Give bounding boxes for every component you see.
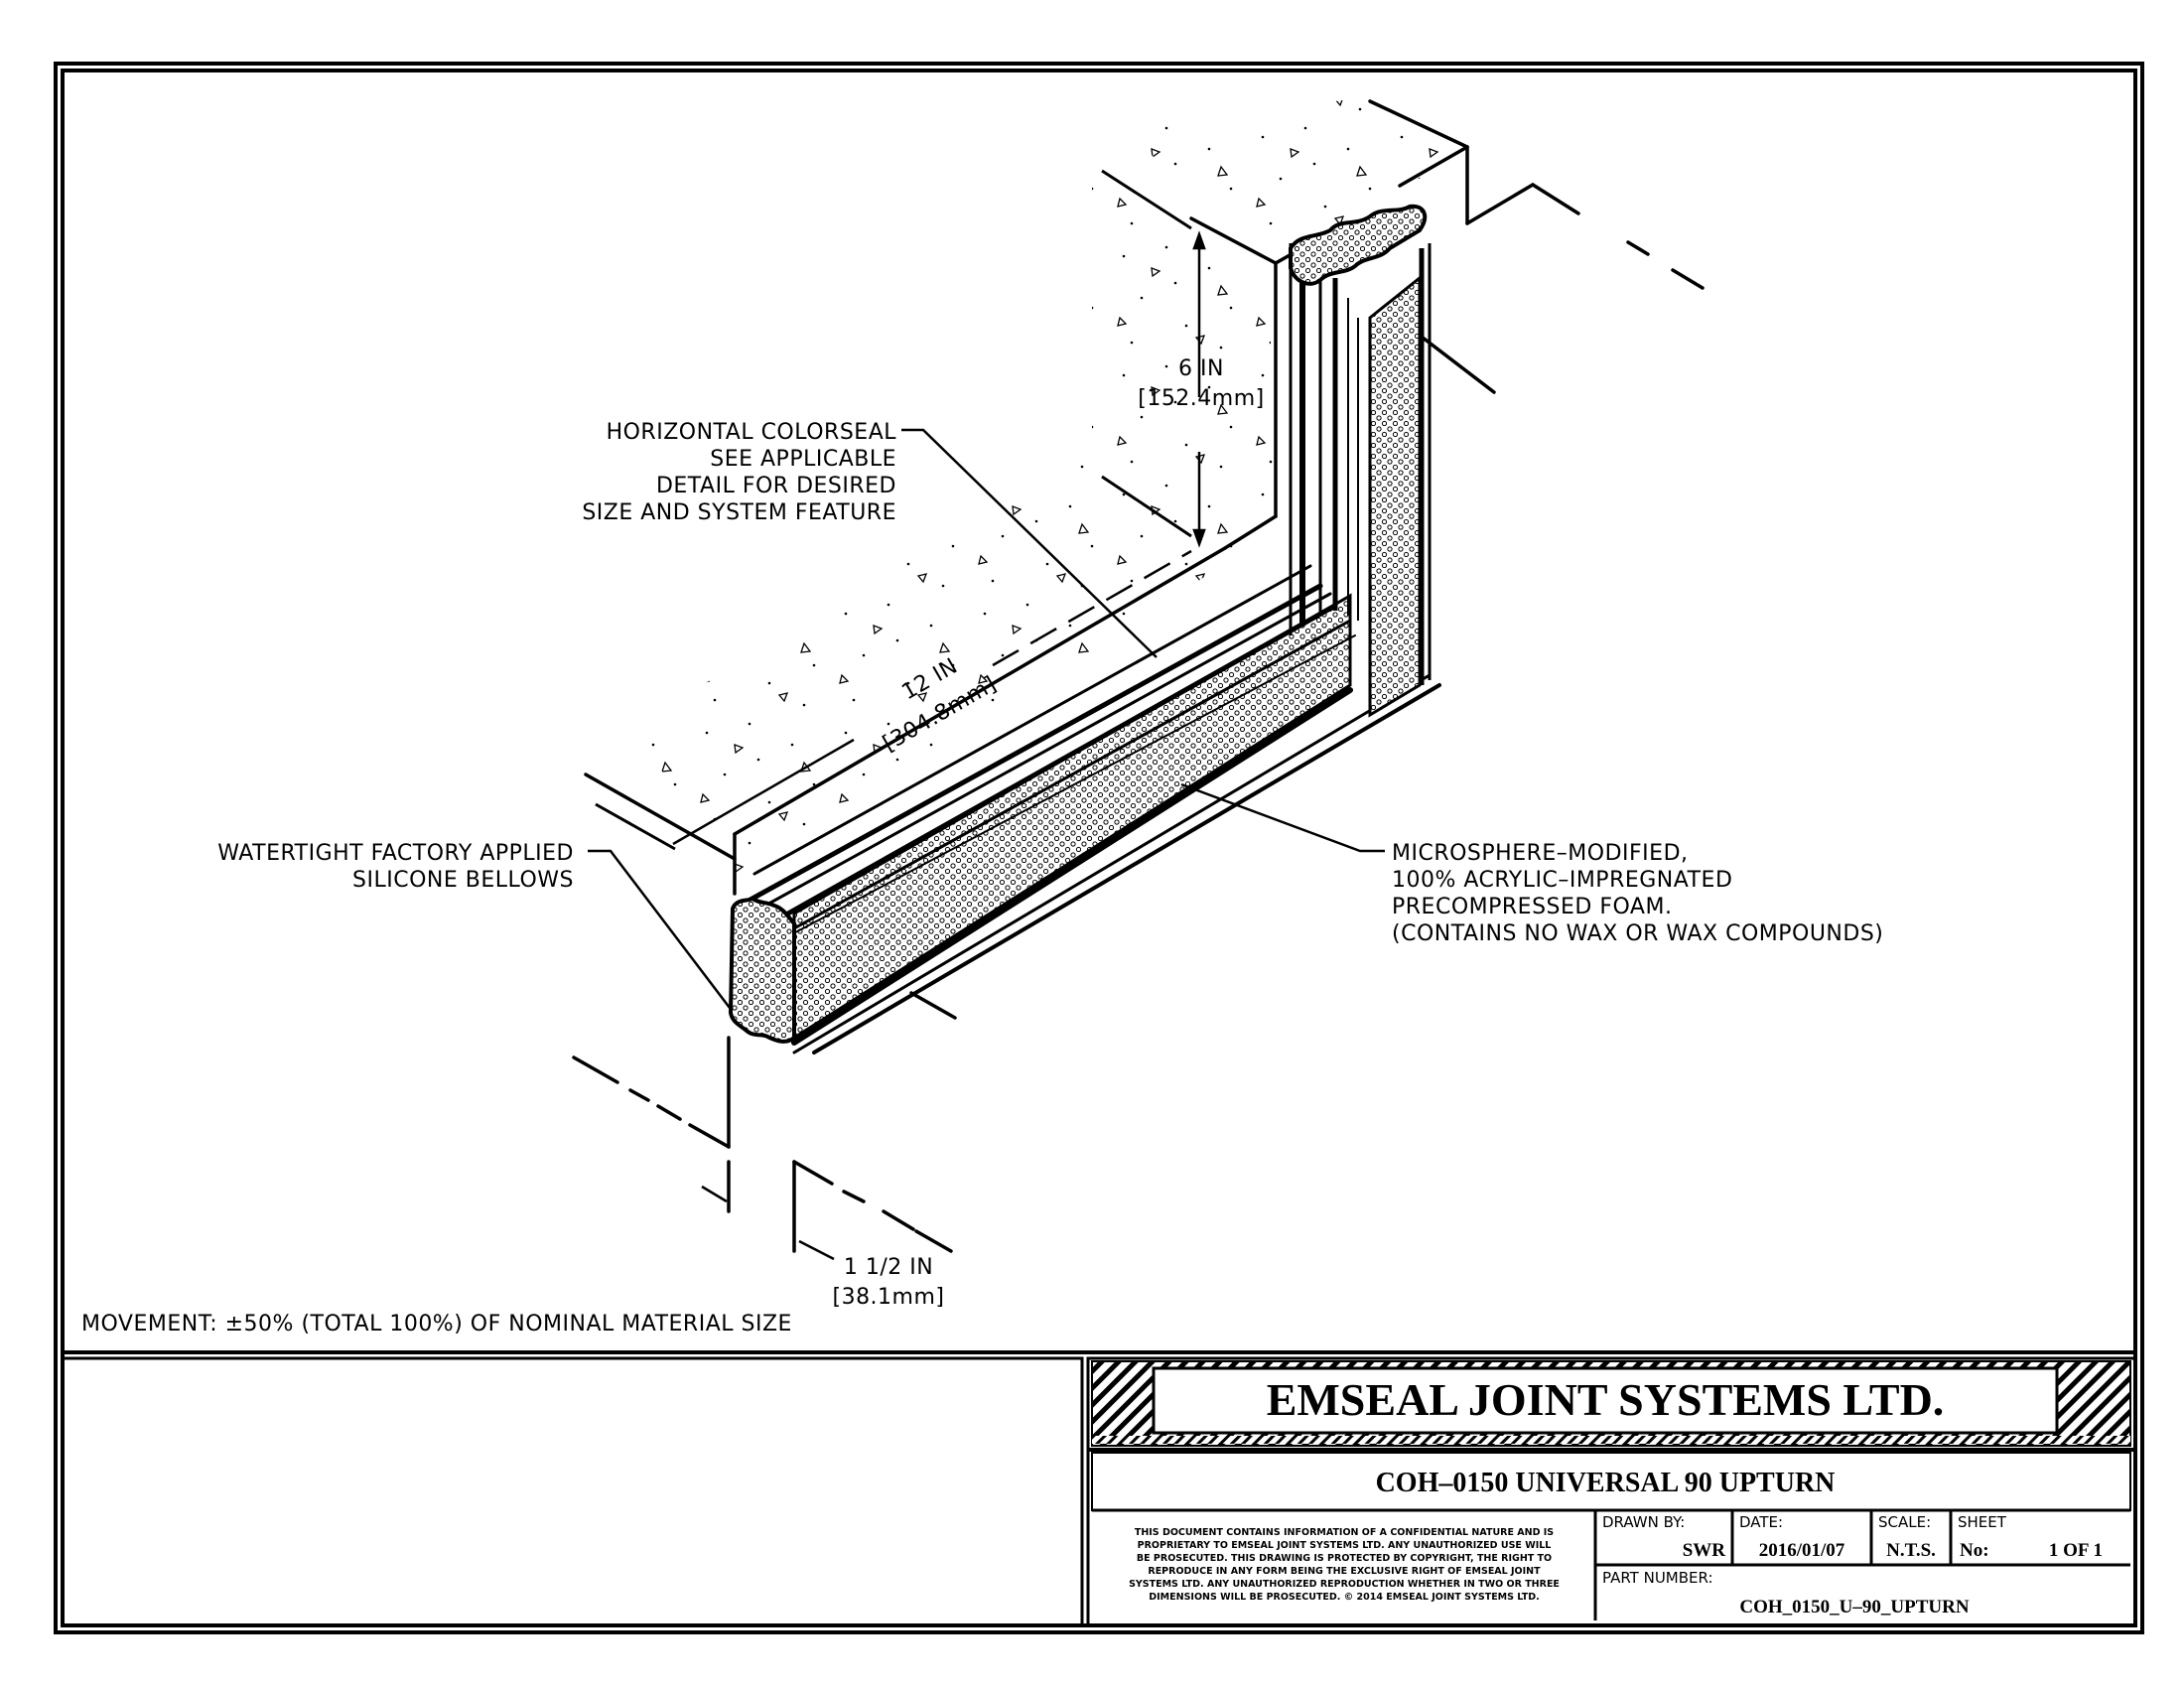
part-number-label: PART NUMBER: — [1602, 1569, 1713, 1587]
date-value: 2016/01/07 — [1759, 1540, 1845, 1561]
sheet-no-label: No: — [1960, 1540, 1989, 1561]
drawn-by-value: SWR — [1683, 1540, 1726, 1561]
svg-text:SYSTEMS LTD. ANY UNAUTHORIZED: SYSTEMS LTD. ANY UNAUTHORIZED REPRODUCTI… — [1129, 1579, 1560, 1590]
svg-text:MICROSPHERE–MODIFIED,: MICROSPHERE–MODIFIED, — [1392, 841, 1689, 866]
part-number-value: COH_0150_U–90_UPTURN — [1739, 1597, 1969, 1618]
svg-text:REPRODUCE IN ANY FORM BEING TH: REPRODUCE IN ANY FORM BEING THE EXCLUSIV… — [1148, 1566, 1541, 1577]
disclaimer: THIS DOCUMENT CONTAINS INFORMATION OF A … — [1129, 1527, 1560, 1603]
svg-text:THIS DOCUMENT CONTAINS INFORMA: THIS DOCUMENT CONTAINS INFORMATION OF A … — [1135, 1527, 1554, 1538]
svg-text:DETAIL FOR DESIRED: DETAIL FOR DESIRED — [656, 474, 896, 498]
dimension-1-5in — [701, 1185, 835, 1261]
movement-note: MOVEMENT: ±50% (TOTAL 100%) OF NOMINAL M… — [81, 1312, 792, 1336]
callout-foam: MICROSPHERE–MODIFIED, 100% ACRYLIC–IMPRE… — [1392, 841, 1883, 946]
dimension-12in — [595, 549, 1192, 851]
sheet-no-value: 1 OF 1 — [2049, 1540, 2103, 1561]
leader-foam — [1180, 782, 1385, 853]
dim-width-imperial: 1 1/2 IN — [844, 1255, 933, 1280]
foam-vertical — [1368, 274, 1422, 718]
dim-width-metric: [38.1mm] — [832, 1285, 944, 1310]
svg-text:BE PROSECUTED. THIS DRAWING IS: BE PROSECUTED. THIS DRAWING IS PROTECTED… — [1137, 1553, 1552, 1564]
isometric-joint-detail: 6 IN [152.4mm] 12 IN [304.8mm] 1 1/2 IN … — [572, 99, 1705, 1310]
svg-text:WATERTIGHT FACTORY APPLIED: WATERTIGHT FACTORY APPLIED — [217, 841, 574, 866]
svg-text:100% ACRYLIC–IMPREGNATED: 100% ACRYLIC–IMPREGNATED — [1392, 868, 1732, 893]
svg-text:PROPRIETARY TO EMSEAL JOINT SY: PROPRIETARY TO EMSEAL JOINT SYSTEMS LTD.… — [1138, 1540, 1552, 1551]
bellows-top-profile — [1289, 204, 1428, 286]
scale-label: SCALE: — [1878, 1513, 1931, 1531]
scale-value: N.T.S. — [1886, 1540, 1936, 1561]
bellows-end-profile — [728, 896, 796, 1044]
drawing-title: COH–0150 UNIVERSAL 90 UPTURN — [1376, 1468, 1836, 1498]
title-block: EMSEAL JOINT SYSTEMS LTD. COH–0150 UNIVE… — [1086, 1356, 2137, 1627]
svg-text:SILICONE BELLOWS: SILICONE BELLOWS — [352, 868, 574, 893]
svg-text:(CONTAINS NO WAX OR WAX COMPOU: (CONTAINS NO WAX OR WAX COMPOUNDS) — [1392, 921, 1883, 946]
sheet-label: SHEET — [1958, 1513, 2007, 1531]
dimension-6in — [1101, 169, 1206, 548]
date-label: DATE: — [1739, 1513, 1783, 1531]
dim-height-metric: [152.4mm] — [1138, 386, 1265, 411]
leader-colorseal — [901, 428, 1158, 658]
svg-text:SIZE AND SYSTEM FEATURE: SIZE AND SYSTEM FEATURE — [582, 500, 896, 525]
callout-horizontal-colorseal: HORIZONTAL COLORSEAL SEE APPLICABLE DETA… — [582, 420, 897, 525]
dim-height-imperial: 6 IN — [1178, 356, 1224, 381]
svg-text:DIMENSIONS WILL BE PROSECUTED.: DIMENSIONS WILL BE PROSECUTED. © 2014 EM… — [1149, 1592, 1540, 1603]
concrete-vertical-face — [1092, 169, 1271, 556]
svg-text:HORIZONTAL COLORSEAL: HORIZONTAL COLORSEAL — [607, 420, 897, 445]
callout-bellows: WATERTIGHT FACTORY APPLIED SILICONE BELL… — [217, 841, 574, 893]
company-name: EMSEAL JOINT SYSTEMS LTD. — [1267, 1374, 1945, 1425]
notes-box — [61, 1356, 1084, 1627]
leader-bellows — [588, 849, 731, 1009]
svg-text:PRECOMPRESSED FOAM.: PRECOMPRESSED FOAM. — [1392, 895, 1672, 919]
svg-text:SEE APPLICABLE: SEE APPLICABLE — [710, 447, 896, 472]
concrete-vertical-top — [1122, 99, 1469, 263]
drawn-by-label: DRAWN BY: — [1602, 1513, 1685, 1531]
